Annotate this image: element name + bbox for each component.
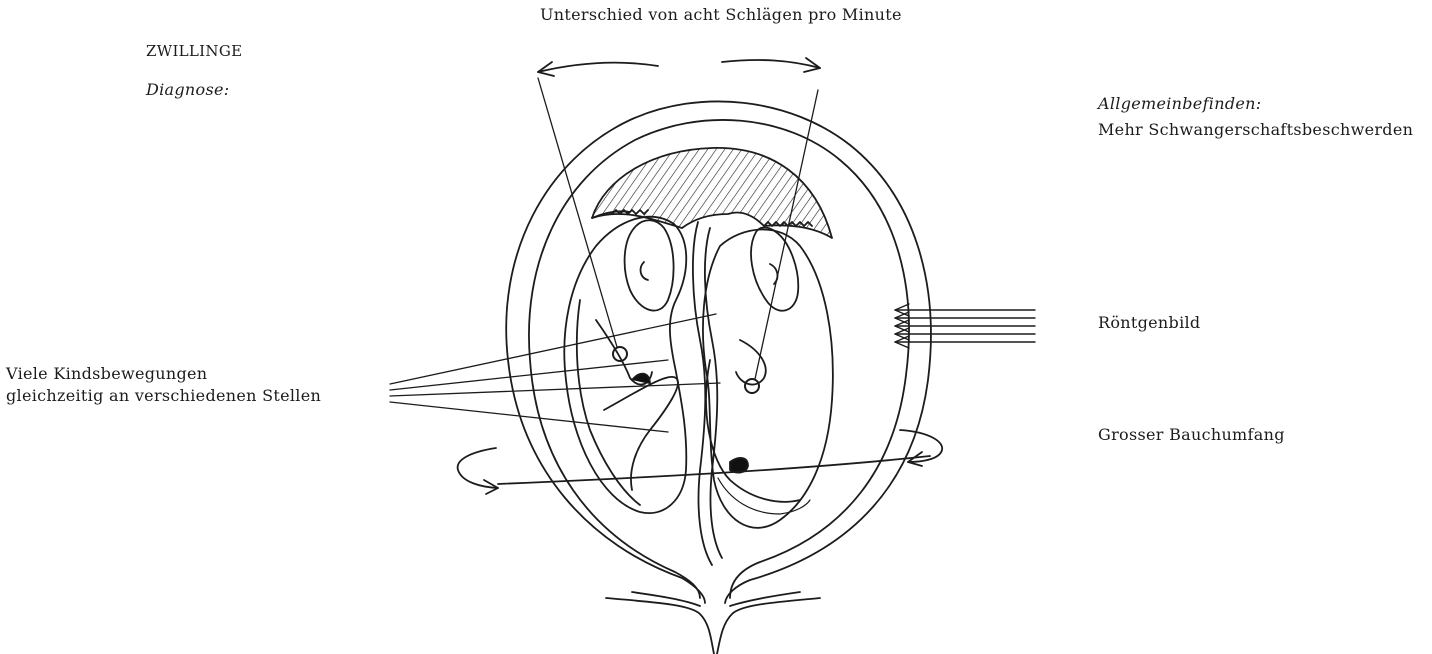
amniotic-divider-inner (705, 228, 722, 558)
top-right-arrow (722, 60, 820, 68)
heart-marker-right (745, 379, 759, 393)
girth-loop-right-arrowhead (908, 452, 922, 466)
girth-loop-left (458, 448, 498, 488)
cervix-right (717, 598, 820, 654)
right-twin-body (706, 360, 800, 502)
right-twin-buttocks (718, 478, 810, 514)
left-twin-ear (641, 262, 648, 280)
movement-line-1 (390, 314, 716, 384)
cervix-left (606, 598, 714, 654)
xray-arrows (895, 304, 1035, 348)
pointer-line-right (755, 90, 818, 379)
top-left-arrow (538, 63, 658, 72)
movement-line-4 (390, 402, 668, 432)
left-twin-head (625, 220, 674, 310)
right-twin-outline (703, 229, 833, 527)
right-twin-arm (736, 340, 766, 385)
left-twin-leg (604, 377, 678, 490)
